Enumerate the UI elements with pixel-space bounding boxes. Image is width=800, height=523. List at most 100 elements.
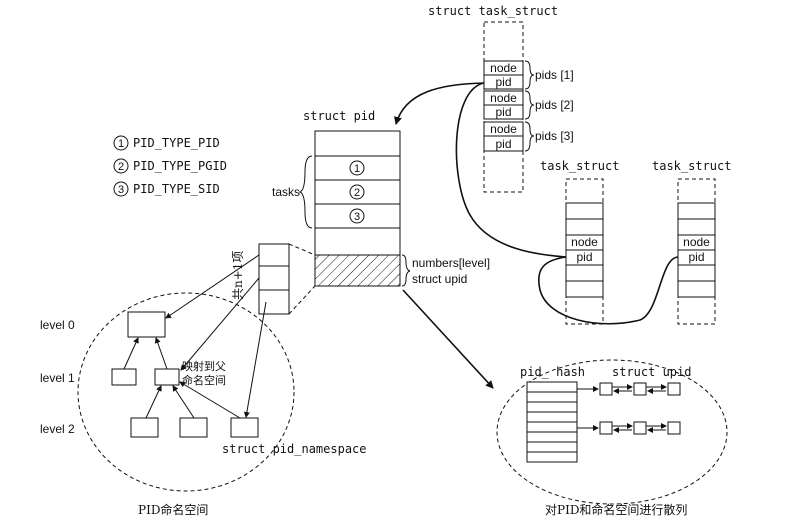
tasks-label: tasks xyxy=(272,185,300,199)
legend-num-3: 3 xyxy=(118,184,124,196)
list-curve-2 xyxy=(538,256,679,325)
upid-to-level0-arrow xyxy=(165,254,260,319)
ta-cell-1 xyxy=(565,202,604,220)
pids2-bracket xyxy=(524,90,535,120)
tasks-num-1: 1 xyxy=(354,163,360,175)
legend-circle-2 xyxy=(113,158,129,174)
namespace-section: 共n+1项 level 0 level 1 level 2 映射到父 命名空间 … xyxy=(40,243,367,517)
pids3-pid: pid xyxy=(495,137,511,151)
struct-pid-title: struct pid xyxy=(303,109,375,123)
pids3-bracket xyxy=(524,121,535,152)
count-label: 共n+1项 xyxy=(231,251,245,300)
hash-caption: 对PID和命名空间进行散列 xyxy=(545,502,687,517)
tree-arrow-3 xyxy=(145,385,162,419)
upid-to-level2-arrow xyxy=(243,301,267,418)
tree-arrow-4 xyxy=(172,385,195,419)
pid-back-arrow xyxy=(394,82,485,125)
chain2-node-3 xyxy=(667,421,681,435)
legend-label-sid: PID_TYPE_SID xyxy=(133,182,220,196)
task-struct-b: task_struct node pid xyxy=(652,159,731,325)
tb-cell-5 xyxy=(677,264,716,282)
pid-hash-label: pid_ hash xyxy=(520,365,585,379)
numbers-label: numbers[level] xyxy=(412,256,490,270)
task-struct-a-title: task_struct xyxy=(540,159,619,173)
chain2-node-2 xyxy=(633,421,647,435)
tree-arrow-1 xyxy=(123,337,139,370)
tb-cell-1 xyxy=(677,202,716,220)
ns-node-level1-a xyxy=(111,368,137,386)
hash-section: pid_ hash struct upid 对PID和命名空间进行散列 xyxy=(496,359,728,517)
namespace-caption: PID命名空间 xyxy=(138,502,208,517)
upid-array xyxy=(258,243,290,315)
pids3-label: pids [3] xyxy=(535,129,574,143)
legend-circle-1 xyxy=(113,135,129,151)
map-label-2: 命名空间 xyxy=(182,373,226,387)
pids2-pid-cell xyxy=(483,104,524,120)
pids1-pid-cell xyxy=(483,74,524,90)
tb-cell-2 xyxy=(677,218,716,236)
ns-node-level2-b xyxy=(179,417,208,438)
hash-upid-label: struct upid xyxy=(612,365,691,379)
level-1-label: level 1 xyxy=(40,371,75,385)
ns-node-level0 xyxy=(127,311,166,338)
list-curve-1 xyxy=(455,82,567,258)
legend-label-pid: PID_TYPE_PID xyxy=(133,136,220,150)
tasks-num-3: 3 xyxy=(354,211,360,223)
tree-arrow-2 xyxy=(154,337,168,370)
numbers-to-hash-arrow xyxy=(402,289,494,389)
tasks-brace xyxy=(298,155,313,229)
legend: 1 PID_TYPE_PID 2 PID_TYPE_PGID 3 PID_TYP… xyxy=(113,135,227,197)
ta-pid: pid xyxy=(576,250,592,264)
numbers-bracket xyxy=(401,254,411,287)
hash-ellipse xyxy=(496,359,728,505)
ta-cell-6 xyxy=(565,280,604,298)
chain1-node-2 xyxy=(633,382,647,396)
ns-node-level2-a xyxy=(130,417,159,438)
legend-label-pgid: PID_TYPE_PGID xyxy=(133,159,227,173)
task-struct-b-title: task_struct xyxy=(652,159,731,173)
pids1-pid: pid xyxy=(495,75,511,89)
legend-num-1: 1 xyxy=(118,138,124,150)
pids3-node: node xyxy=(490,122,517,136)
upid-to-level1-arrow xyxy=(180,277,260,371)
upid-link-bottom xyxy=(288,285,316,315)
ns-node-level1-b xyxy=(154,368,180,386)
struct-pid: struct pid 1 2 3 tasks numbers[level] st… xyxy=(272,109,490,287)
pid-namespace-label: struct pid_namespace xyxy=(222,442,367,456)
level-0-label: level 0 xyxy=(40,318,75,332)
task-struct-a: task_struct node pid xyxy=(540,159,619,325)
pids2-node: node xyxy=(490,91,517,105)
ta-node: node xyxy=(571,235,598,249)
namespace-ellipse xyxy=(77,292,295,492)
legend-num-2: 2 xyxy=(118,161,124,173)
tb-node: node xyxy=(683,235,710,249)
struct-pid-spacer-cell xyxy=(314,227,401,256)
tasks-num-2: 2 xyxy=(354,187,360,199)
tasks-circle-1 xyxy=(349,160,365,176)
pids3-pid-cell xyxy=(483,135,524,152)
level-2-label: level 2 xyxy=(40,422,75,436)
tb-pid: pid xyxy=(688,250,704,264)
task-struct-main-title: struct task_struct xyxy=(428,4,558,18)
chain1-node-1 xyxy=(599,382,613,396)
chain2-node-1 xyxy=(599,421,613,435)
pids1-node: node xyxy=(490,61,517,75)
upid-label: struct upid xyxy=(412,272,467,286)
upid-link-top xyxy=(288,243,316,256)
tree-arrow-5 xyxy=(179,381,241,419)
struct-pid-header-cell xyxy=(314,130,401,157)
legend-circle-3 xyxy=(113,181,129,197)
tasks-circle-2 xyxy=(349,184,365,200)
ns-node-level2-c xyxy=(230,417,259,438)
chain1-node-3 xyxy=(667,382,681,396)
pids2-label: pids [2] xyxy=(535,98,574,112)
map-label-1: 映射到父 xyxy=(182,359,226,373)
pids2-pid: pid xyxy=(495,105,511,119)
ta-cell-2 xyxy=(565,218,604,236)
numbers-hatched-cell xyxy=(314,254,401,287)
pids1-label: pids [1] xyxy=(535,68,574,82)
tasks-circle-3 xyxy=(349,208,365,224)
tb-cell-6 xyxy=(677,280,716,298)
pids1-bracket xyxy=(524,60,535,90)
